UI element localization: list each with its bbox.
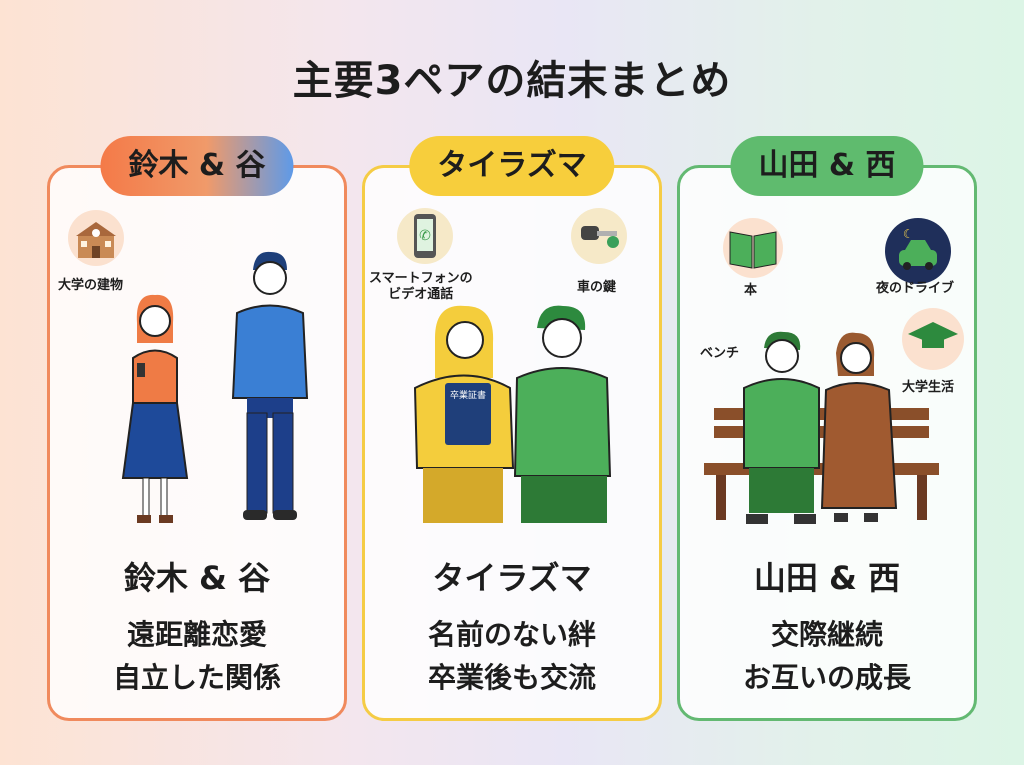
car-key-icon xyxy=(571,208,627,264)
campus-label: 大学生活 xyxy=(902,380,955,395)
graduation-cap-icon xyxy=(902,308,964,370)
pair-name: タイラズマ xyxy=(432,559,592,597)
outcome-line-1: 遠距離恋愛 xyxy=(126,618,267,651)
book-icon xyxy=(723,218,783,278)
svg-text:✆: ✆ xyxy=(419,228,431,244)
phone-label-line1: スマートフォンの xyxy=(369,271,473,286)
smartphone-icon: ✆ xyxy=(397,208,453,264)
page-title: 主要3ペアの結末まとめ xyxy=(292,58,732,104)
book-label: 本 xyxy=(744,283,758,298)
drive-label: 夜のドライブ xyxy=(876,281,955,296)
woman-figure xyxy=(121,294,189,523)
card-pill: 鈴木 & 谷 xyxy=(100,136,294,196)
couple-on-bench xyxy=(704,331,939,524)
pair-name: 鈴木 & 谷 xyxy=(123,559,271,597)
outcome-line-1: 交際継続 xyxy=(770,618,883,651)
building-label: 大学の建物 xyxy=(58,278,124,293)
card-pill: タイラズマ xyxy=(409,136,615,196)
pair-name: 山田 & 西 xyxy=(753,559,901,597)
night-drive-icon: ☾ xyxy=(885,218,951,284)
diploma-label: 卒業証書 xyxy=(450,389,486,401)
phone-label: スマートフォンのビデオ通話 xyxy=(369,271,473,303)
key-label: 車の鍵 xyxy=(577,280,617,295)
card-suzuki-tani: 鈴木 & 谷 大学の建物 鈴木 & 谷 遠距離恋愛 自立した関係 xyxy=(47,136,347,721)
card-yamada-nishi: 山田 & 西 本 ☾ 夜のドライブ 大学生活 ベンチ 山田 & 西 交際継続 お… xyxy=(677,136,977,721)
building-icon xyxy=(68,210,124,266)
card-tairazuma: タイラズマ ✆ スマートフォンのビデオ通話 車の鍵 卒業証書 タイラズマ 名前の… xyxy=(362,136,662,721)
phone-label-line2: ビデオ通話 xyxy=(388,287,454,302)
outcome-line-2: 卒業後も交流 xyxy=(427,661,596,694)
outcome-line-2: お互いの成長 xyxy=(742,661,911,694)
outcome-line-1: 名前のない絆 xyxy=(427,618,596,651)
man-figure xyxy=(231,251,309,520)
card-pill: 山田 & 西 xyxy=(730,136,924,196)
graduates-figures: 卒業証書 xyxy=(413,305,612,523)
svg-text:☾: ☾ xyxy=(903,227,914,241)
outcome-line-2: 自立した関係 xyxy=(112,661,281,694)
bench-label: ベンチ xyxy=(700,346,740,361)
